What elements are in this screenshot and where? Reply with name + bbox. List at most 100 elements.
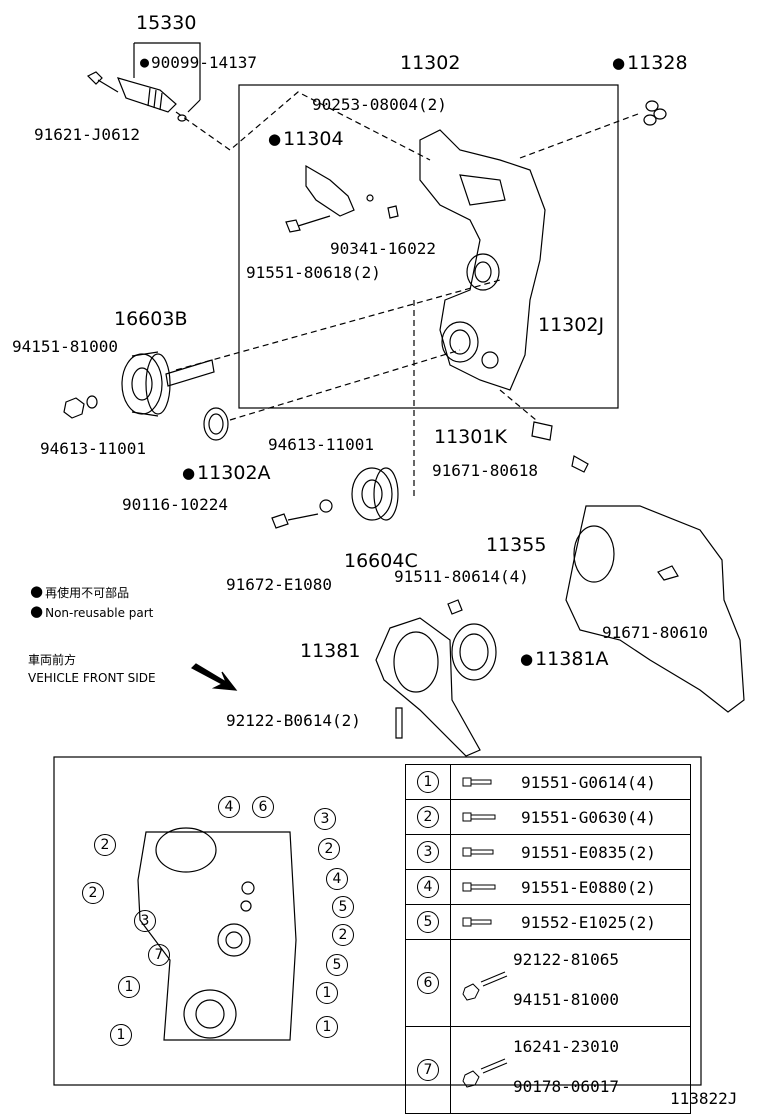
table-row: 5 91552-E1025(2) [405, 904, 691, 940]
bolt-legend-table: 1 91551-G0614(4) 2 91551-G0630(4) 3 9155… [405, 764, 691, 1114]
table-row: 1 91551-G0614(4) [405, 764, 691, 800]
bolt-91621 [86, 71, 119, 93]
inset-callout-4a: 4 [218, 796, 240, 818]
label-94613-11001-b: 94613-11001 [268, 435, 374, 454]
oil-seal-11381A [451, 623, 497, 681]
row-num: 5 [417, 911, 439, 933]
inset-callout-5b: 5 [326, 954, 348, 976]
stud-nut-icon [462, 971, 508, 1001]
inset-callout-3a: 3 [314, 808, 336, 830]
figure-id: 113822J [670, 1089, 738, 1108]
bolt-90116 [165, 359, 215, 387]
table-row: 4 91551-E0880(2) [405, 869, 691, 905]
label-16604C: 16604C [344, 550, 418, 572]
label-94613-11001-a: 94613-11001 [40, 439, 146, 458]
end-plate-11355 [565, 505, 745, 713]
idler-pulley-16603B [121, 351, 171, 417]
inset-callout-2a: 2 [94, 834, 116, 856]
label-11328: 11328 [612, 52, 687, 75]
inset-cover-view [137, 827, 297, 1041]
inset-callout-6: 6 [252, 796, 274, 818]
inset-callout-4b: 4 [326, 868, 348, 890]
label-90341-16022: 90341-16022 [330, 239, 436, 258]
row-num: 1 [417, 771, 439, 793]
label-91511-80614: 91511-80614(4) [394, 567, 529, 586]
label-11381: 11381 [300, 640, 361, 662]
bolt-91672 [271, 513, 319, 529]
bolt-icon [462, 812, 496, 822]
idler-pulley-16604C [351, 467, 399, 521]
note-nonreusable-en: Non-reusable part [30, 604, 153, 621]
bolt-icon [462, 882, 496, 892]
label-11302J: 11302J [538, 314, 605, 336]
oil-control-valve [116, 77, 187, 122]
label-94151-81000: 94151-81000 [12, 337, 118, 356]
table-row: 3 91551-E0835(2) [405, 834, 691, 870]
label-91671-80610: 91671-80610 [602, 623, 708, 642]
inset-callout-2c: 2 [82, 882, 104, 904]
bolt-91511 [447, 599, 463, 615]
label-11355: 11355 [486, 534, 547, 556]
bolt-icon [462, 847, 494, 857]
front-direction-arrow [191, 663, 238, 691]
bolt-91671b [657, 565, 679, 581]
label-11302A: 11302A [182, 462, 270, 485]
label-15330: 15330 [136, 12, 197, 34]
washer-94613a [86, 395, 98, 409]
inset-callout-1d: 1 [316, 1016, 338, 1038]
row-part-b: 90178-06017 [513, 1077, 619, 1096]
inset-callout-7: 7 [148, 944, 170, 966]
table-row: 6 92122-81065 94151-81000 [405, 939, 691, 1027]
inset-frame [53, 756, 702, 1086]
row-num: 4 [417, 876, 439, 898]
sensor-11301K [531, 421, 553, 441]
label-11301K: 11301K [434, 426, 507, 448]
row-part-a: 16241-23010 [513, 1037, 619, 1056]
bolt-icon [462, 777, 492, 787]
label-91672-E1080: 91672-E1080 [226, 575, 332, 594]
row-part-a: 92122-81065 [513, 950, 619, 969]
nut-94151 [63, 397, 85, 419]
plug-90341 [387, 205, 399, 219]
label-90116-10224: 90116-10224 [122, 495, 228, 514]
label-91671-80618: 91671-80618 [432, 461, 538, 480]
inset-callout-3b: 3 [134, 910, 156, 932]
row-part: 91551-G0630(4) [521, 807, 656, 827]
bolt-91551 [285, 215, 331, 233]
timing-chain-cover [419, 129, 546, 391]
row-num: 7 [417, 1059, 439, 1081]
row-part: 91551-E0835(2) [521, 842, 656, 862]
cover-11304 [305, 164, 355, 217]
label-11381A: 11381A [520, 648, 608, 671]
table-row: 2 91551-G0630(4) [405, 799, 691, 835]
washer-94613b [319, 499, 333, 513]
stud-nut-icon [462, 1058, 508, 1088]
note-nonreusable-jp: 再使用不可部品 [30, 584, 129, 601]
label-90099-14137: 90099-14137 [140, 54, 257, 72]
inset-callout-1c: 1 [110, 1024, 132, 1046]
row-num: 3 [417, 841, 439, 863]
bracket-15330 [133, 42, 201, 113]
inset-callout-2b: 2 [318, 838, 340, 860]
label-11304: 11304 [268, 128, 343, 151]
row-part: 91551-G0614(4) [521, 772, 656, 792]
label-16603B: 16603B [114, 308, 188, 330]
label-11302: 11302 [400, 52, 461, 74]
inset-callout-1b: 1 [316, 982, 338, 1004]
label-92122-B0614: 92122-B0614(2) [226, 711, 361, 730]
stud-92122 [395, 707, 403, 739]
direction-en: VEHICLE FRONT SIDE [28, 671, 156, 685]
row-num: 6 [417, 972, 439, 994]
row-num: 2 [417, 806, 439, 828]
table-row: 7 16241-23010 90178-06017 [405, 1026, 691, 1114]
bolt-91671a [571, 455, 589, 473]
direction-jp: 車両前方 [28, 653, 77, 667]
bolt-icon [462, 917, 492, 927]
row-part-b: 94151-81000 [513, 990, 619, 1009]
cover-assembly-frame [238, 84, 619, 409]
row-part: 91552-E1025(2) [521, 912, 656, 932]
label-90253-08004: 90253-08004(2) [312, 95, 447, 114]
oil-seal-11302A [203, 407, 229, 441]
label-91621-J0612: 91621-J0612 [34, 125, 140, 144]
seal-11328 [643, 100, 667, 126]
